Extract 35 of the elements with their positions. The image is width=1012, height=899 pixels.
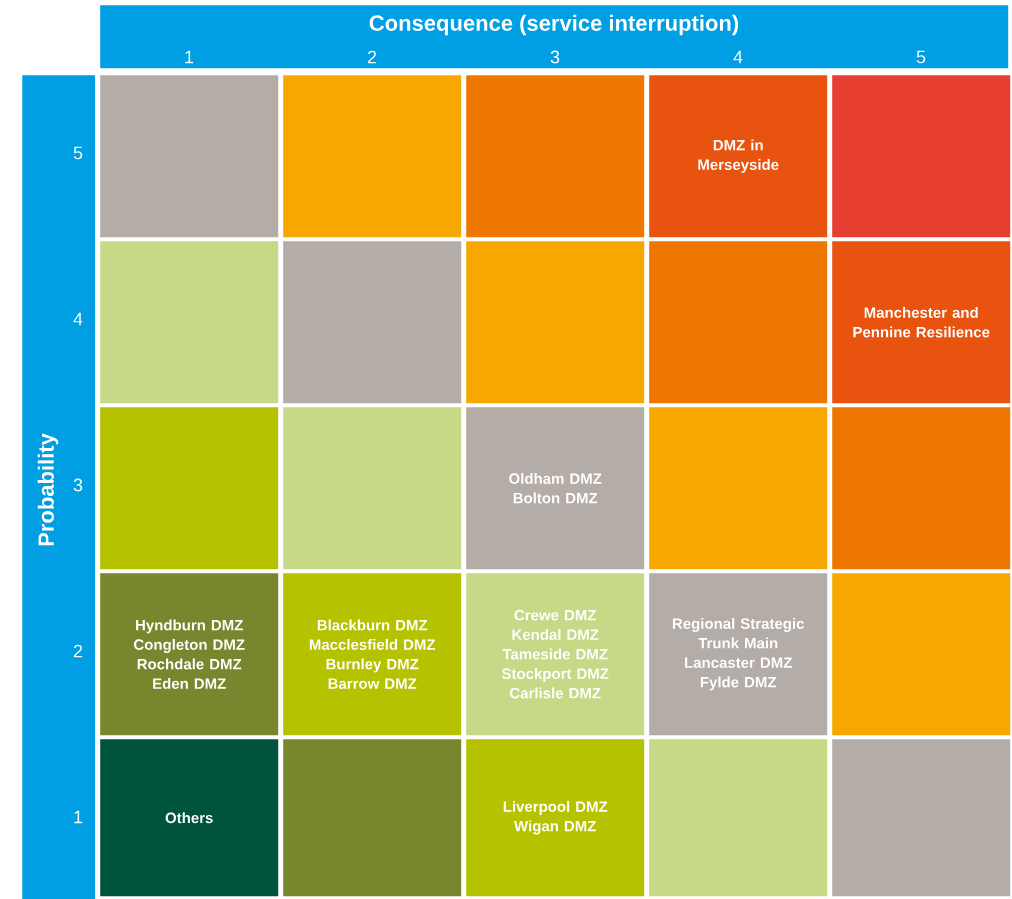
matrix-cell [283,407,462,570]
matrix-cell [100,241,279,404]
row-number: 4 [73,312,83,326]
matrix-cell: Blackburn DMZ Macclesfield DMZ Burnley DMZ Barrow DMZ [283,573,462,736]
column-number: 5 [916,50,926,64]
matrix-cell [832,739,1011,897]
matrix-cell: DMZ in Merseyside [649,75,828,238]
row-number: 5 [73,146,83,160]
matrix-cell [832,75,1011,238]
row-number: 2 [73,644,83,658]
matrix-cell [283,241,462,404]
matrix-cell [832,573,1011,736]
matrix-cell: Liverpool DMZ Wigan DMZ [466,739,645,897]
column-number: 3 [550,50,560,64]
matrix-cell [649,739,828,897]
matrix-cell: Crewe DMZ Kendal DMZ Tameside DMZ Stockport DMZ Carlisle DMZ [466,573,645,736]
matrix-cell [283,739,462,897]
column-number: 4 [733,50,743,64]
matrix-cell [283,75,462,238]
matrix-cell: Regional Strategic Trunk Main Lancaster DMZ Fylde DMZ [649,573,828,736]
column-number: 1 [185,50,194,64]
matrix-cell [100,75,279,238]
matrix-cell: Oldham DMZ Bolton DMZ [466,407,645,570]
matrix-cell [649,407,828,570]
matrix-cell [649,241,828,404]
row-number: 3 [73,478,83,492]
matrix-cell [100,407,279,570]
matrix-cell: Others [100,739,279,897]
row-number: 1 [74,810,83,824]
matrix-cell: Hyndburn DMZ Congleton DMZ Rochdale DMZ Eden DMZ [100,573,279,736]
column-number: 2 [367,50,377,64]
matrix-cell [466,75,645,238]
matrix-cell [832,407,1011,570]
matrix-cell: Manchester and Pennine Resilience [832,241,1011,404]
matrix-cell [466,241,645,404]
